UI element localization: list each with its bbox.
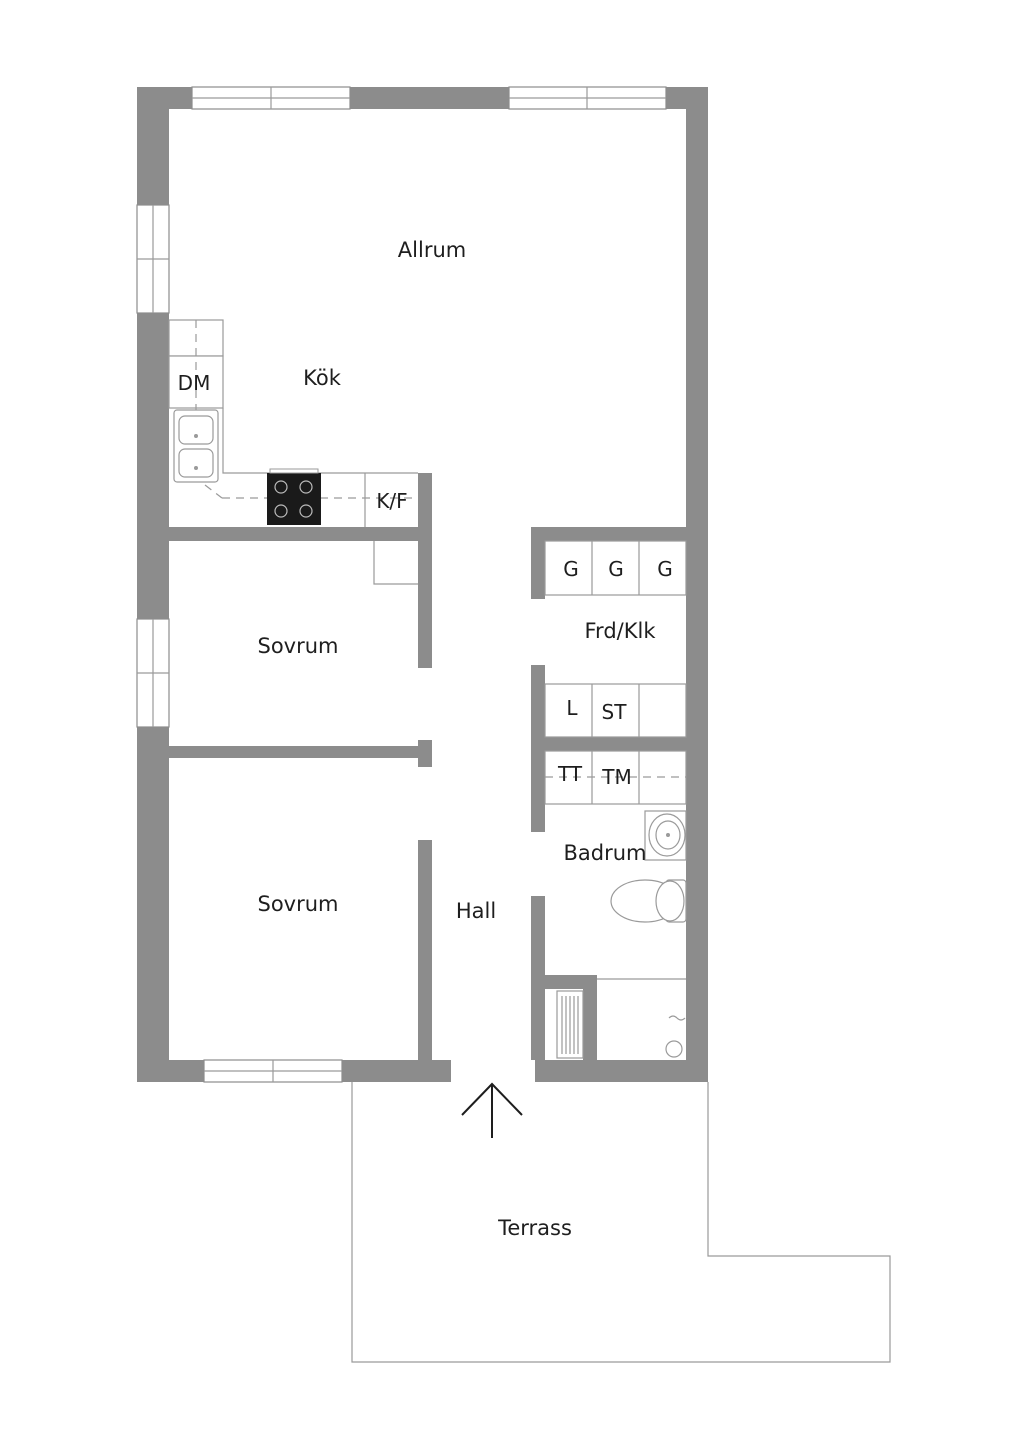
label-washer: TM (601, 765, 631, 789)
room-label-kok: Kök (303, 366, 342, 390)
shower-icon (665, 1015, 686, 1058)
label-wardrobe-2: G (608, 557, 624, 581)
fixture-labels: DM K/F G G G L ST TT TM (178, 371, 673, 789)
label-fridge-freezer: K/F (376, 489, 407, 513)
bathroom-fixtures (556, 810, 687, 1059)
walls (137, 87, 708, 1082)
label-dishwasher: DM (178, 371, 211, 395)
label-cleaning: ST (602, 700, 628, 724)
floor-drain-icon (556, 990, 584, 1059)
room-label-terrass: Terrass (497, 1216, 572, 1240)
label-dryer: TT (557, 762, 583, 786)
label-wardrobe-1: G (563, 557, 579, 581)
room-label-allrum: Allrum (398, 238, 466, 262)
room-labels: Allrum Kök Sovrum Sovrum Hall Frd/Klk Ba… (257, 238, 656, 1240)
wardrobe-outline (373, 541, 418, 585)
room-label-hall: Hall (456, 899, 496, 923)
label-linen: L (566, 696, 578, 720)
windows (136, 86, 667, 1083)
terrace-outline (351, 1082, 891, 1363)
room-label-badrum: Badrum (563, 841, 646, 865)
toilet-icon (610, 879, 687, 923)
entrance-arrow-icon (461, 1082, 523, 1138)
kitchen-fixtures (168, 319, 418, 527)
stove-icon (267, 473, 321, 525)
room-label-sovrum-2: Sovrum (257, 892, 338, 916)
label-wardrobe-3: G (657, 557, 673, 581)
storage-fixtures (544, 540, 687, 805)
room-label-sovrum-1: Sovrum (257, 634, 338, 658)
room-label-frd-klk: Frd/Klk (585, 619, 657, 643)
